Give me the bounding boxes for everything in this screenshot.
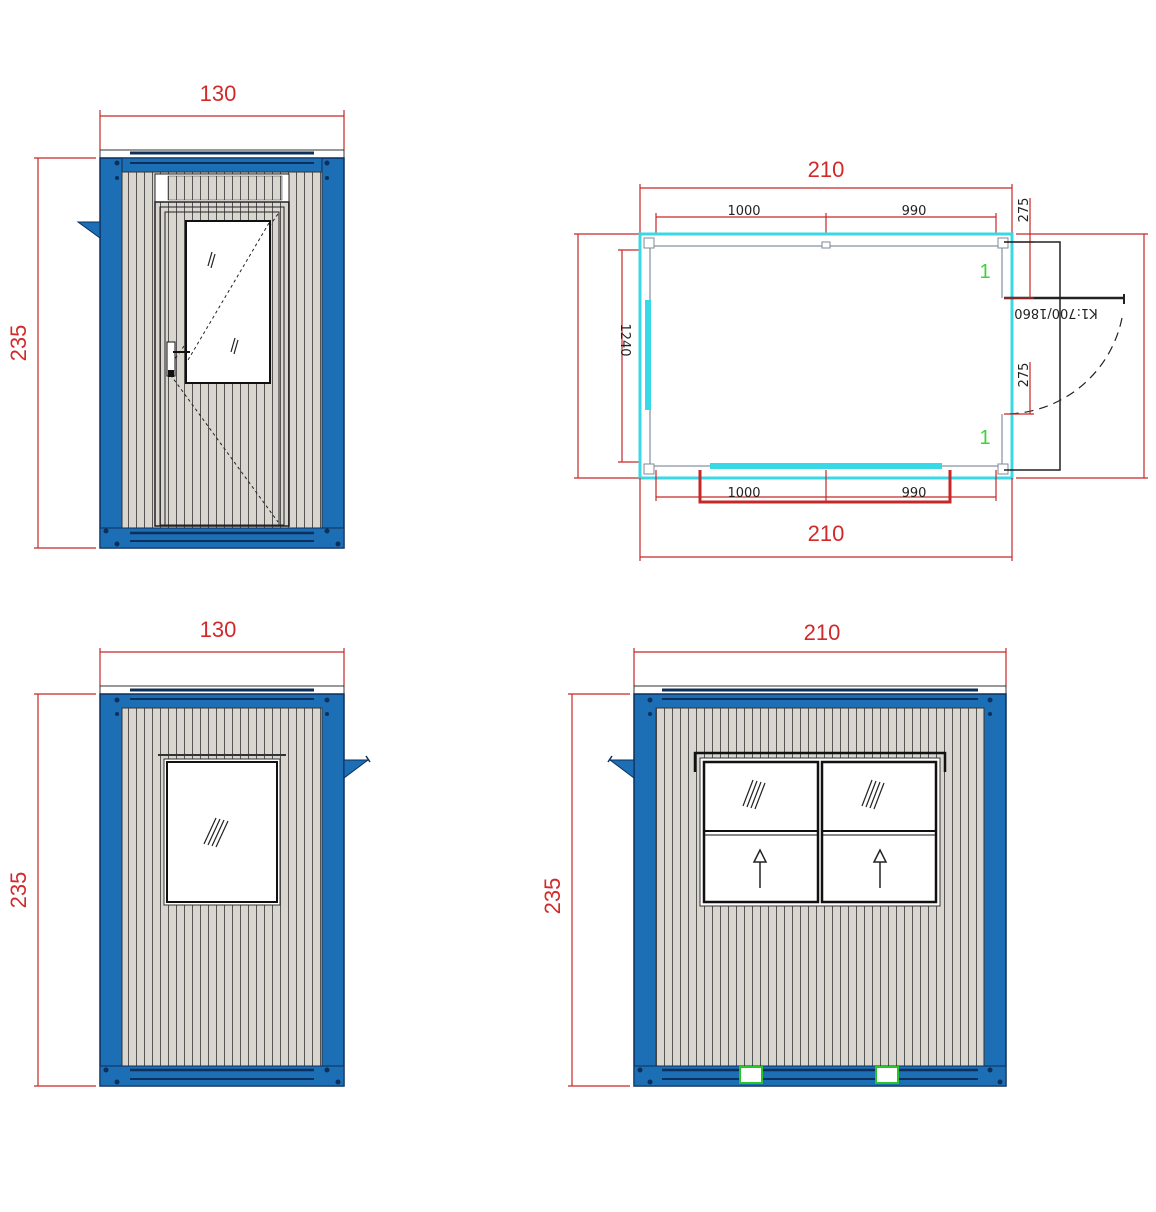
front-width-label: 130 [200, 81, 237, 106]
plan-bottom-total-label: 210 [808, 521, 845, 546]
long-width-dimension [633, 648, 1007, 686]
forklift-pocket-right [875, 1066, 899, 1084]
plan-right-lower-label: 275 [1017, 363, 1032, 388]
long-width-label: 210 [804, 620, 841, 645]
plan-top-total-label: 210 [808, 157, 845, 182]
glass-hatch-icon [203, 817, 229, 848]
plan-post-mark-1: 1 [979, 261, 990, 283]
side-height-dimension [34, 693, 96, 1087]
long-height-label: 235 [540, 878, 565, 915]
plan-top-right-label: 990 [902, 204, 927, 219]
glass-hatch-icon [207, 251, 239, 355]
plan-bottom-split-dimension [655, 470, 997, 501]
long-view: 210 235 [540, 620, 1007, 1087]
plan-left-depth-label: 1240 [617, 323, 632, 356]
side-width-label: 130 [200, 617, 237, 642]
front-height-dimension [34, 157, 96, 549]
plan-inner-wall [649, 245, 1003, 467]
plan-bottom-left-label: 1000 [727, 486, 760, 501]
plan-bottom-total-dimension [639, 478, 1013, 561]
long-eave-bracket [608, 759, 635, 779]
front-top-rail [121, 157, 323, 173]
long-corner-bolts [637, 697, 1003, 1085]
front-width-dimension [99, 110, 345, 150]
side-eave-bracket [343, 759, 370, 779]
plan-door-swing [1003, 317, 1123, 415]
plan-left-outer-dimension [574, 233, 640, 479]
front-height-label: 235 [6, 325, 31, 362]
long-double-window [693, 751, 947, 907]
side-corner-bolts [103, 697, 341, 1085]
plan-top-total-dimension [639, 184, 1013, 233]
plan-right-lower-dimension [1004, 362, 1034, 415]
plan-right-frame-line [1004, 241, 1061, 471]
front-view: 130 235 [6, 81, 345, 549]
front-door [154, 173, 290, 527]
side-height-label: 235 [6, 872, 31, 909]
front-corner-bolts [103, 160, 341, 547]
plan-corner-posts [643, 237, 1009, 475]
front-bottom-rail [99, 527, 345, 549]
plan-right-outer-dimension [1016, 233, 1148, 479]
plan-view: 210 1000 990 1240 [574, 157, 1148, 561]
side-window [158, 754, 286, 906]
long-height-dimension [568, 693, 630, 1087]
glass-hatch-icon [742, 779, 885, 810]
plan-bottom-right-label: 990 [902, 486, 927, 501]
plan-top-left-label: 1000 [727, 204, 760, 219]
side-view: 130 235 [6, 617, 371, 1087]
sliding-arrow-icon [752, 848, 888, 888]
front-eave-bracket [76, 221, 101, 239]
plan-right-upper-label: 275 [1017, 198, 1032, 223]
side-width-dimension [99, 648, 345, 686]
plan-door-label: K1:700/1860 [1014, 305, 1097, 320]
plan-post-mark-2: 1 [979, 427, 990, 449]
front-door-window [185, 220, 271, 384]
plan-bottom-window-bracket [698, 470, 952, 504]
forklift-pocket-left [739, 1066, 763, 1084]
